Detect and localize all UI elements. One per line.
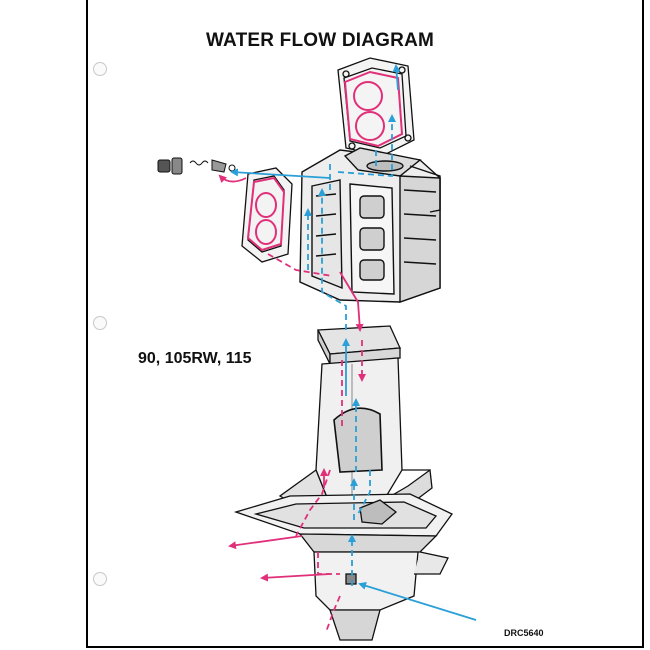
model-label: 90, 105RW, 115 bbox=[138, 350, 252, 367]
engine-block bbox=[299, 147, 441, 303]
intake-water-flow bbox=[230, 64, 477, 621]
binder-hole-bottom bbox=[93, 572, 107, 586]
drawing-code: DRC5640 bbox=[504, 628, 544, 638]
thermostat-parts bbox=[157, 157, 236, 175]
page-border bbox=[86, 0, 644, 648]
exhaust-chamber bbox=[333, 407, 383, 473]
discharge-water-flow bbox=[218, 174, 366, 633]
thermostat-cover bbox=[241, 167, 293, 263]
binder-hole-middle bbox=[93, 316, 107, 330]
binder-hole-top bbox=[93, 62, 107, 76]
diagram-title: WATER FLOW DIAGRAM bbox=[205, 30, 435, 51]
head-cover-gasket bbox=[343, 70, 404, 148]
thermostat-cover-gasket bbox=[246, 176, 286, 252]
gearcase bbox=[233, 493, 453, 641]
